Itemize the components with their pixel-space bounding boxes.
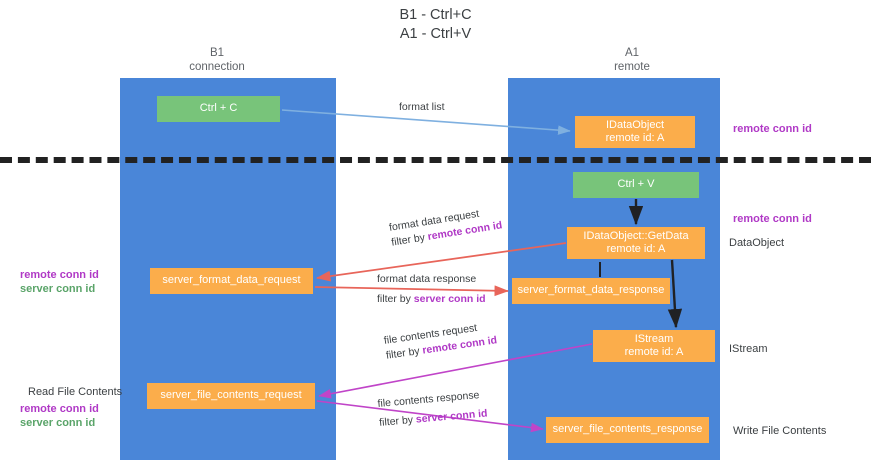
title-line-2: A1 - Ctrl+V	[399, 26, 472, 42]
node-getdata-line1: IDataObject::GetData	[583, 229, 689, 242]
column-header-b1: B1 connection	[152, 46, 282, 74]
column-header-a1: A1 remote	[552, 46, 712, 74]
edge-label-file-contents-request: file contents request filter by remote c…	[383, 318, 498, 363]
node-ctrl-c-label: Ctrl + C	[199, 102, 238, 115]
annotation-left-read-file-contents: Read File Contents	[28, 386, 123, 398]
annotation-left-remote-conn-id-mid: remote conn id	[20, 269, 99, 281]
diagram-title: B1 - Ctrl+C A1 - Ctrl+V	[0, 6, 871, 44]
fcres-filter-prefix: filter by	[378, 413, 417, 429]
edge-label-fdres-filter: filter by server conn id	[377, 292, 486, 307]
node-sfc-request-label: server_file_contents_request	[160, 389, 302, 402]
annotation-left-server-conn-id-mid: server conn id	[20, 283, 96, 295]
edge-label-format-list: format list	[399, 100, 445, 115]
annotation-left-conn-ids-mid: remote conn id server conn id	[20, 268, 99, 296]
node-istream[interactable]: IStream remote id: A	[593, 330, 715, 362]
edge-label-file-contents-response: file contents response filter by server …	[377, 388, 488, 431]
edge-label-fdres-text: format data response	[377, 273, 477, 285]
node-ctrl-v[interactable]: Ctrl + V	[573, 172, 699, 198]
fdres-filter-key: server conn id	[413, 293, 486, 305]
node-server-format-data-request[interactable]: server_format_data_request	[150, 268, 313, 294]
annotation-left-conn-ids-bottom: remote conn id server conn id	[20, 402, 99, 430]
annotation-right-write-file-contents: Write File Contents	[733, 425, 827, 437]
node-sfd-request-label: server_format_data_request	[162, 274, 301, 287]
node-server-file-contents-request[interactable]: server_file_contents_request	[147, 383, 315, 409]
node-sfd-response-label: server_format_data_response	[517, 284, 665, 297]
node-server-file-contents-response[interactable]: server_file_contents_response	[546, 417, 709, 443]
node-istream-line2: remote id: A	[624, 346, 684, 358]
annotation-left-remote-conn-id-bottom: remote conn id	[20, 403, 99, 415]
edge-label-format-data-response: format data response filter by server co…	[377, 272, 486, 307]
node-sfc-response-label: server_file_contents_response	[552, 423, 703, 436]
node-idataobject-line1: IDataObject	[605, 118, 665, 131]
section-divider	[0, 157, 871, 163]
node-idataobject-getdata[interactable]: IDataObject::GetData remote id: A	[567, 227, 705, 259]
fcres-filter-key: server conn id	[415, 407, 488, 426]
node-getdata-line2: remote id: A	[606, 243, 666, 255]
fdres-filter-prefix: filter by	[377, 293, 414, 305]
node-ctrl-v-label: Ctrl + V	[617, 178, 655, 191]
node-istream-line1: IStream	[634, 332, 674, 345]
annotation-right-dataobject: DataObject	[729, 237, 785, 249]
fcreq-filter-prefix: filter by	[385, 344, 424, 362]
node-server-format-data-response[interactable]: server_format_data_response	[512, 278, 670, 304]
title-line-1: B1 - Ctrl+C	[399, 7, 472, 23]
node-idataobject-line2: remote id: A	[605, 132, 665, 144]
edge-label-format-data-request: format data request filter by remote con…	[388, 203, 503, 250]
annotation-right-istream: IStream	[729, 343, 768, 355]
column-header-a1-name: A1	[624, 47, 640, 59]
column-header-b1-role: connection	[189, 61, 245, 73]
annotation-left-server-conn-id-bottom: server conn id	[20, 417, 96, 429]
annotation-right-remote-conn-id-top: remote conn id	[733, 123, 812, 135]
annotation-right-remote-conn-id-mid: remote conn id	[733, 213, 812, 225]
column-header-b1-name: B1	[209, 47, 225, 59]
edge-label-format-list-text: format list	[399, 101, 445, 113]
column-header-a1-role: remote	[614, 61, 650, 73]
node-idataobject[interactable]: IDataObject remote id: A	[575, 116, 695, 148]
node-ctrl-c[interactable]: Ctrl + C	[157, 96, 280, 122]
